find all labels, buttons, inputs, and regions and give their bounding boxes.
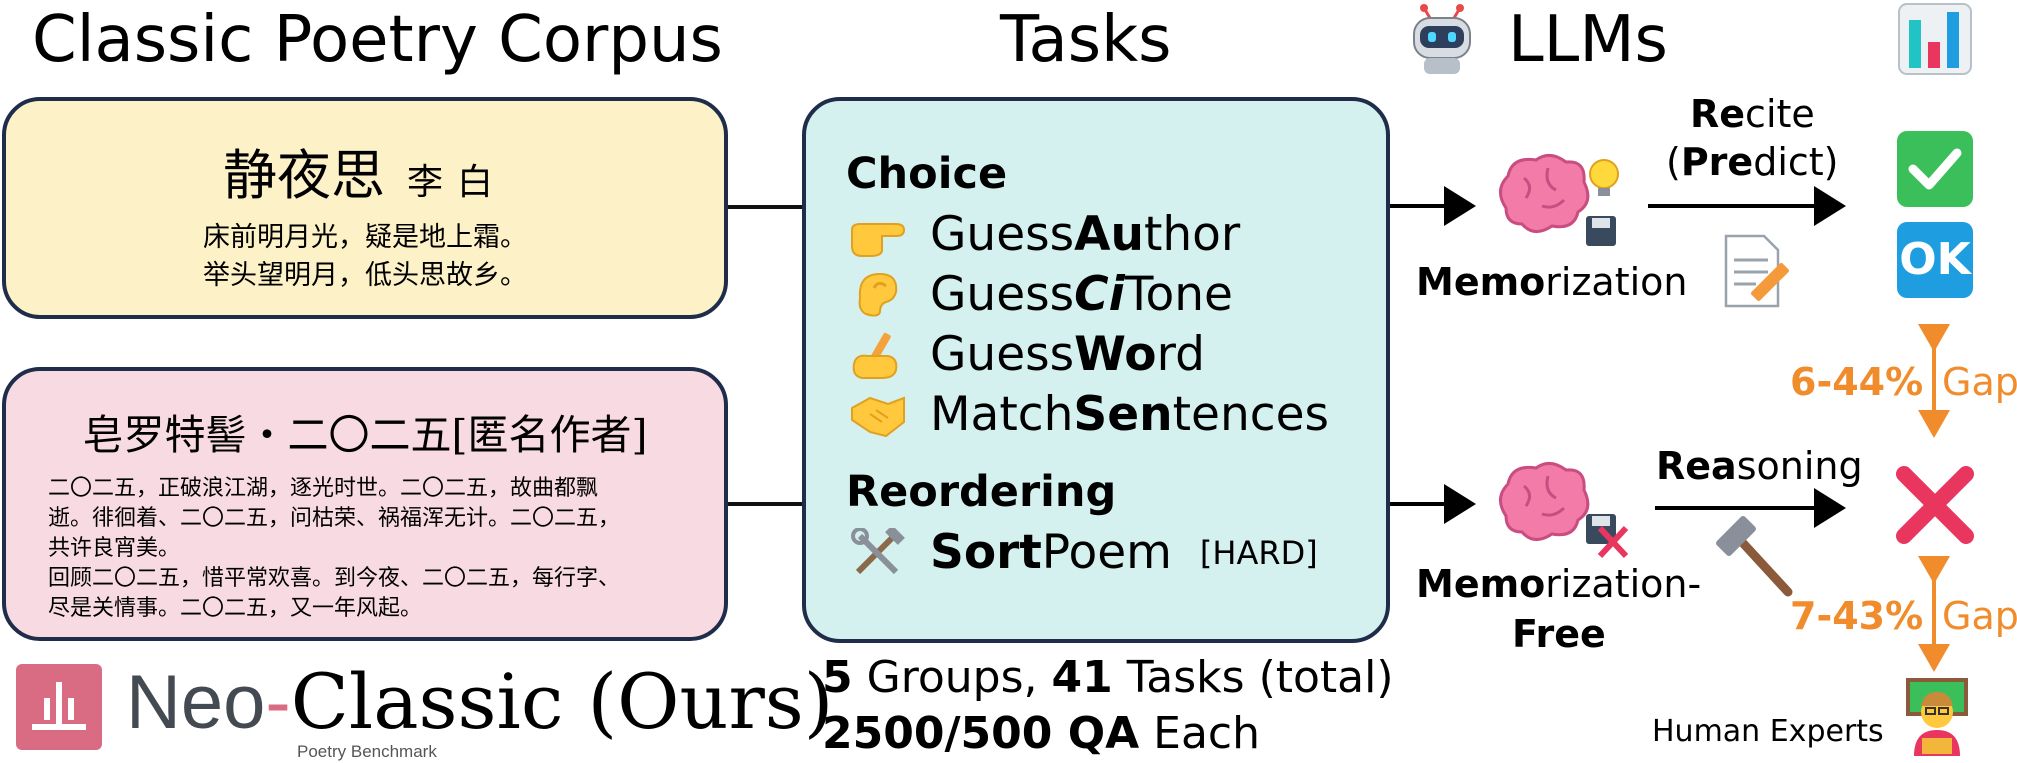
stats-qa-each: 2500/500 QA Each — [822, 708, 1260, 759]
brand-subtitle: Poetry Benchmark — [297, 742, 437, 761]
poem2-body: 二〇二五，正破浪江湖，逐光时世。二〇二五，故曲都飘 逝。徘徊着、二〇二五，问枯荣… — [48, 474, 698, 624]
poem1-heading: 静夜思李白 — [6, 131, 724, 210]
poem1-title: 静夜思 — [222, 144, 385, 207]
memorization-free-label-line1: Memorization- — [1416, 562, 1702, 606]
stats-groups-tasks: 5 Groups, 41 Tasks (total) — [822, 652, 1394, 703]
memo-icon — [1724, 234, 1789, 308]
gap1-value: 6-44% — [1790, 360, 1924, 404]
brain-memorization-icon — [1499, 154, 1619, 246]
reasoning-label: Reasoning — [1656, 444, 1863, 488]
poem2-title: 皂罗特髻・二〇二五[匿名作者] — [82, 411, 648, 459]
poem2-line: 共许良宵美。 — [48, 536, 181, 561]
check-mark-icon — [1897, 131, 1973, 207]
ear-icon — [848, 270, 908, 320]
brand-classic: Classic (Ours) — [290, 657, 834, 746]
poem1-line: 床前明月光，疑是地上霜。 — [203, 222, 527, 253]
connector-poem1-tasks — [728, 205, 802, 209]
writing-hand-icon — [848, 330, 908, 380]
poem2-line: 回顾二〇二五，惜平常欢喜。到今夜、二〇二五，每行字、 — [48, 566, 621, 591]
connector-poem2-tasks — [728, 502, 802, 506]
cross-mark-icon — [1896, 466, 1974, 544]
task-sort-poem: Sort Poem[HARD] — [848, 524, 1318, 580]
poem1-lines: 床前明月光，疑是地上霜。 举头望明月，低头思故乡。 — [6, 219, 724, 295]
poem2-line: 尽是关情事。二〇二五，又一年风起。 — [48, 596, 423, 621]
neo-classic-logo-icon — [16, 664, 102, 750]
poem2-line: 二〇二五，正破浪江湖，逐光时世。二〇二五，故曲都飘 — [48, 476, 599, 501]
brand-neo: Neo — [126, 660, 266, 745]
reordering-heading: Reordering — [846, 467, 1117, 517]
choice-heading: Choice — [846, 149, 1008, 199]
poem2-line: 逝。徘徊着、二〇二五，问枯荣、祸福浑无计。二〇二五， — [48, 506, 621, 531]
bar-chart-icon — [1898, 3, 1972, 75]
task-guess-ci-tone: Guess Ci Tone — [848, 267, 1233, 322]
llms-header: LLMs — [1508, 3, 1668, 77]
robot-icon — [1413, 4, 1471, 74]
brain-memorization-free-icon — [1499, 462, 1629, 559]
recite-label: Recite — [1690, 92, 1815, 136]
ok-badge-icon: OK — [1897, 222, 1973, 298]
brand-title: Neo-Classic (Ours) — [126, 664, 833, 741]
hammer-icon — [1716, 516, 1793, 597]
hard-tag: [HARD] — [1199, 533, 1318, 572]
memorization-free-label-line2: Free — [1512, 612, 1606, 656]
tools-icon — [848, 524, 908, 578]
gap2-value: 7-43% — [1790, 594, 1924, 638]
handshake-icon — [848, 390, 908, 440]
poem-card-2025: 皂罗特髻・二〇二五[匿名作者] 二〇二五，正破浪江湖，逐光时世。二〇二五，故曲都… — [2, 367, 728, 641]
human-experts-label: Human Experts — [1652, 714, 1884, 749]
poem1-author: 李白 — [406, 162, 507, 203]
predict-label: (Predict) — [1666, 140, 1839, 184]
memorization-label: Memorization — [1416, 260, 1688, 304]
brand-dash: - — [265, 660, 291, 745]
gap2-label: Gap — [1942, 594, 2017, 638]
poem-card-jingyesi: 静夜思李白 床前明月光，疑是地上霜。 举头望明月，低头思故乡。 — [2, 97, 728, 319]
poem1-line: 举头望明月，低头思故乡。 — [203, 260, 527, 291]
gap1-label: Gap — [1942, 360, 2017, 404]
tasks-header: Tasks — [1000, 3, 1172, 77]
pointing-hand-icon — [848, 210, 908, 260]
corpus-header: Classic Poetry Corpus — [32, 3, 723, 77]
teacher-icon — [1906, 678, 1968, 756]
